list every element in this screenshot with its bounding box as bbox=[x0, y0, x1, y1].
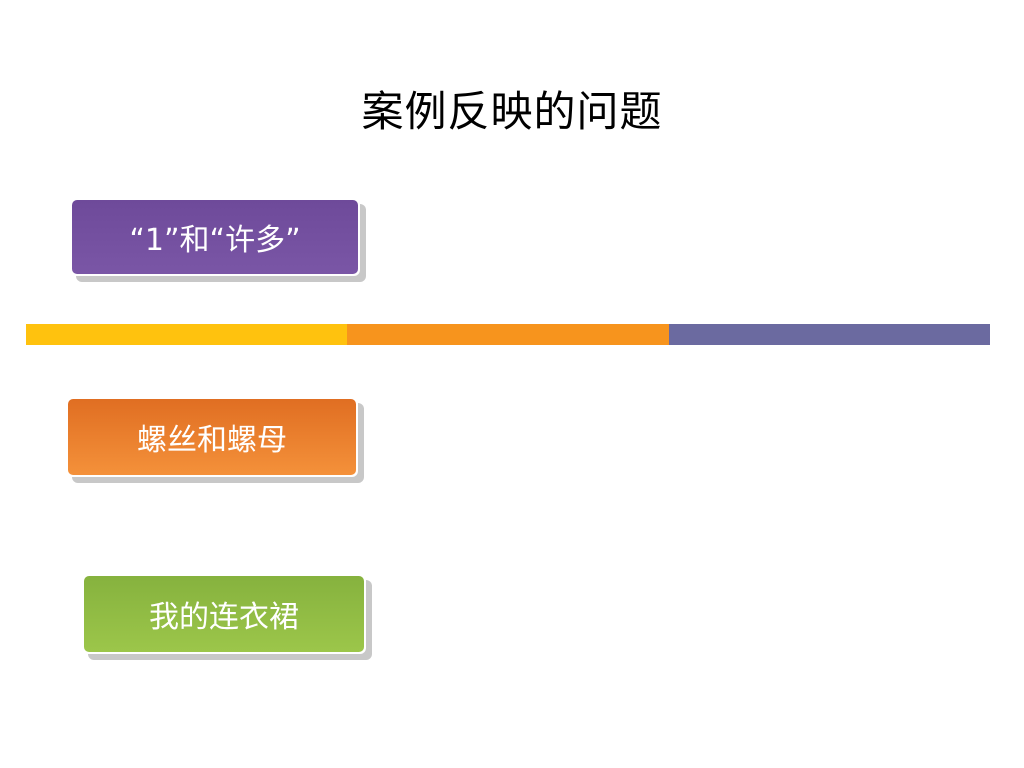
button-face: 螺丝和螺母 bbox=[68, 399, 356, 475]
divider-segment-purple bbox=[668, 324, 990, 345]
button-label: “1”和“许多” bbox=[129, 223, 301, 258]
color-divider bbox=[26, 324, 990, 345]
button-frame: 螺丝和螺母 bbox=[66, 397, 358, 477]
button-frame: 我的连衣裙 bbox=[82, 574, 366, 654]
case-button-one-and-many[interactable]: “1”和“许多” bbox=[70, 198, 366, 282]
divider-segment-yellow bbox=[26, 324, 348, 345]
slide-title: 案例反映的问题 bbox=[361, 87, 663, 136]
button-face: “1”和“许多” bbox=[72, 200, 358, 274]
case-button-my-dress[interactable]: 我的连衣裙 bbox=[82, 574, 372, 660]
case-button-screw-and-nut[interactable]: 螺丝和螺母 bbox=[66, 397, 364, 483]
divider-segment-orange bbox=[347, 324, 669, 345]
button-label: 我的连衣裙 bbox=[149, 600, 299, 635]
button-label: 螺丝和螺母 bbox=[137, 423, 287, 458]
button-face: 我的连衣裙 bbox=[84, 576, 364, 652]
button-frame: “1”和“许多” bbox=[70, 198, 360, 276]
